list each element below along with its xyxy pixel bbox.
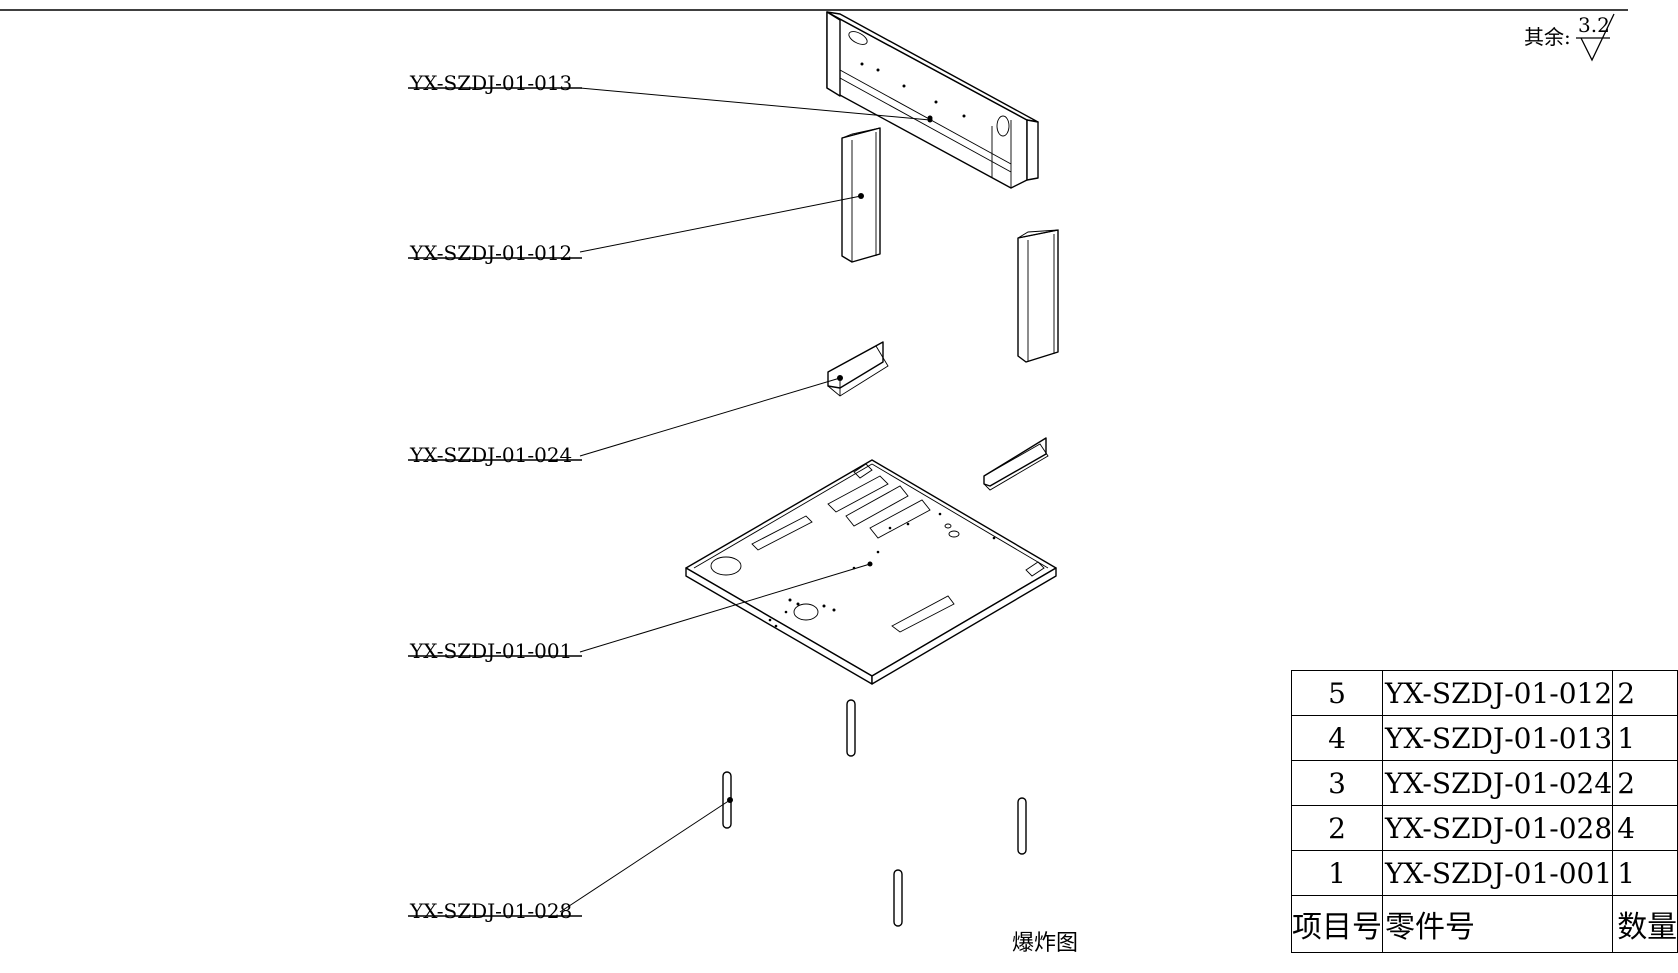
roughness-symbol-icon	[1576, 13, 1615, 62]
roughness-prefix: 其余:	[1524, 25, 1571, 49]
part-pin-4	[893, 869, 903, 927]
callout-label: YX-SZDJ-01-013	[409, 71, 572, 95]
part-upright-left	[841, 127, 881, 263]
callout-028: YX-SZDJ-01-028	[408, 799, 731, 923]
callout-013: YX-SZDJ-01-013	[408, 71, 933, 123]
bom-part-number: YX-SZDJ-01-012	[1381, 670, 1614, 716]
bom-item-number: 2	[1291, 805, 1383, 851]
part-base-plate	[685, 459, 1057, 685]
exploded-view-drawing: 其余: 3.2	[0, 9, 1628, 956]
bom-part-number: YX-SZDJ-01-024	[1381, 760, 1614, 806]
callout-label: YX-SZDJ-01-028	[409, 899, 572, 923]
bom-header-qty: 数量	[1612, 895, 1678, 953]
bom-part-number: YX-SZDJ-01-001	[1381, 850, 1614, 896]
callout-001: YX-SZDJ-01-001	[408, 563, 871, 663]
bom-quantity: 2	[1612, 670, 1678, 716]
callout-label: YX-SZDJ-01-024	[409, 443, 572, 467]
callout-012: YX-SZDJ-01-012	[408, 195, 862, 265]
table-row: 5 YX-SZDJ-01-012 2	[1291, 670, 1678, 716]
bom-item-number: 4	[1291, 715, 1383, 761]
table-row: 2 YX-SZDJ-01-028 4	[1291, 805, 1678, 851]
part-pin-2	[722, 771, 733, 829]
table-header-row: 项目号 零件号 数量	[1291, 895, 1678, 953]
callout-024: YX-SZDJ-01-024	[408, 377, 841, 467]
bom-quantity: 1	[1612, 715, 1678, 761]
part-angle-bracket-right	[983, 437, 1049, 491]
bom-item-number: 5	[1291, 670, 1383, 716]
bom-item-number: 3	[1291, 760, 1383, 806]
table-row: 1 YX-SZDJ-01-001 1	[1291, 850, 1678, 896]
bom-part-number: YX-SZDJ-01-013	[1381, 715, 1614, 761]
bill-of-materials-table: 5 YX-SZDJ-01-012 2 4 YX-SZDJ-01-013 1 3 …	[1291, 670, 1678, 953]
part-pin-3	[1017, 797, 1027, 855]
part-upright-right	[1017, 229, 1059, 363]
bom-item-number: 1	[1291, 850, 1383, 896]
table-row: 4 YX-SZDJ-01-013 1	[1291, 715, 1678, 761]
view-label: 爆炸图	[1012, 931, 1078, 956]
callout-label: YX-SZDJ-01-012	[409, 241, 572, 265]
callout-label: YX-SZDJ-01-001	[409, 639, 572, 663]
bom-quantity: 2	[1612, 760, 1678, 806]
part-top-beam	[826, 11, 1039, 189]
part-pin-1	[846, 699, 856, 757]
part-angle-bracket-left	[827, 341, 889, 397]
bom-quantity: 1	[1612, 850, 1678, 896]
bom-part-number: YX-SZDJ-01-028	[1381, 805, 1614, 851]
table-row: 3 YX-SZDJ-01-024 2	[1291, 760, 1678, 806]
bom-quantity: 4	[1612, 805, 1678, 851]
surface-roughness-note: 其余: 3.2	[1524, 13, 1615, 62]
bom-header-item: 项目号	[1291, 895, 1383, 953]
bom-header-part: 零件号	[1381, 895, 1614, 953]
